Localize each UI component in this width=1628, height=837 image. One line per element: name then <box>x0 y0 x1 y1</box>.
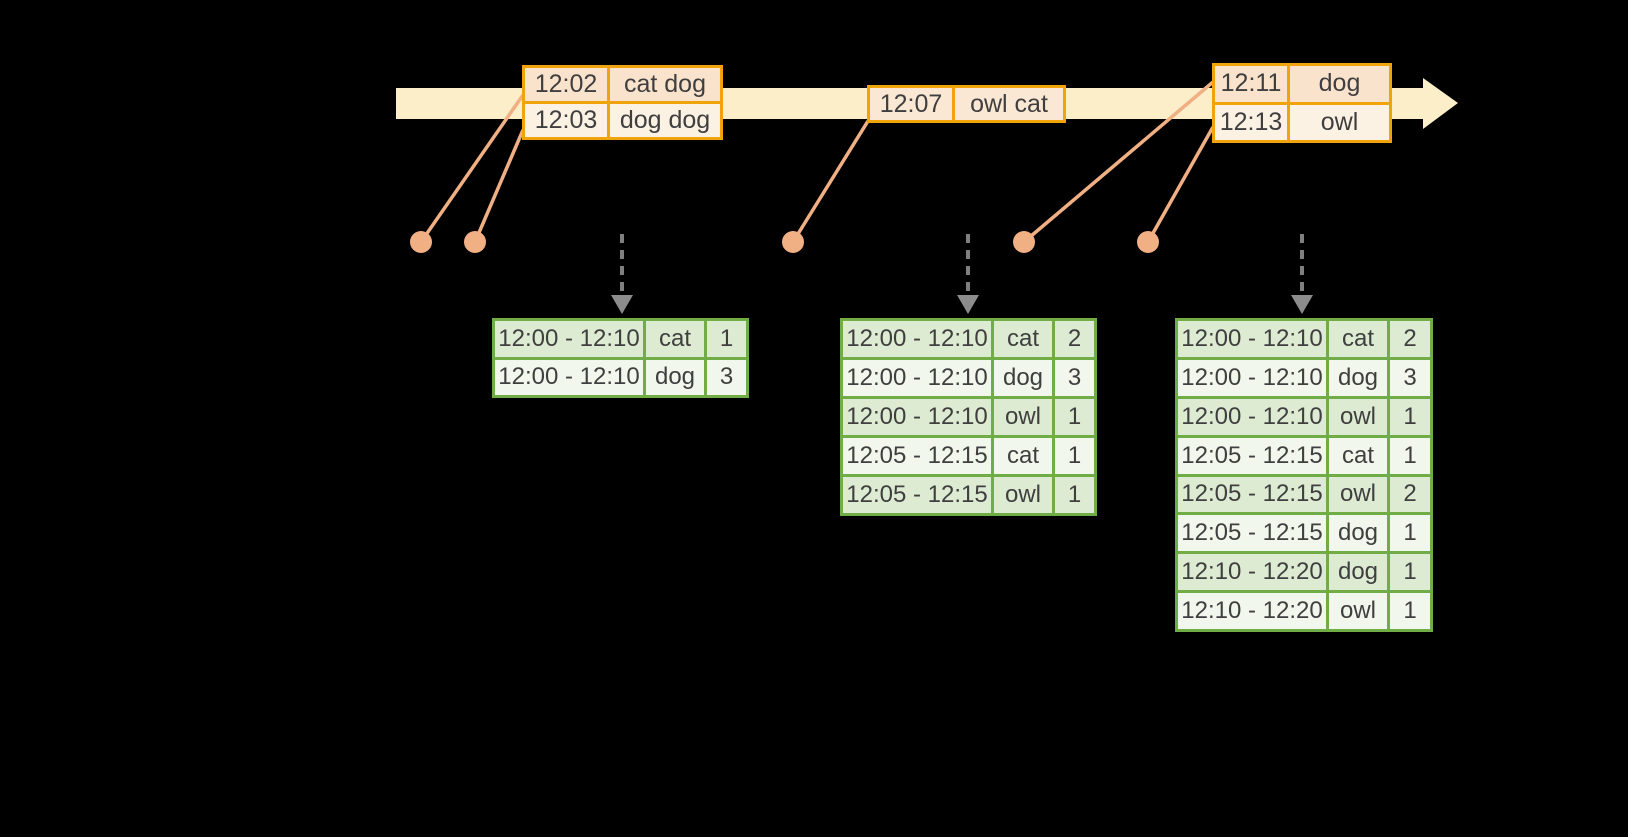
table-cell: cat dog <box>610 68 720 101</box>
table-cell: cat <box>1329 437 1387 474</box>
table-cell: dog <box>1290 66 1389 102</box>
table-cell: cat <box>994 321 1052 357</box>
table-cell: 12:07 <box>870 88 952 120</box>
table-cell: dog <box>1329 359 1387 396</box>
table-cell: cat <box>1329 321 1387 357</box>
table-cell: 12:05 - 12:15 <box>1178 476 1326 513</box>
table-cell: dog <box>994 360 1052 396</box>
table-cell: 3 <box>1055 360 1094 396</box>
table-cell: 1 <box>1055 438 1094 474</box>
table-cell: 12:00 - 12:10 <box>495 359 643 395</box>
event-connector-line <box>419 94 525 243</box>
table-cell: 12:05 - 12:15 <box>843 438 991 474</box>
table-cell: 12:11 <box>1215 66 1287 102</box>
table-cell: 12:00 - 12:10 <box>1178 359 1326 396</box>
event-connector-line <box>791 120 870 243</box>
table-cell: 2 <box>1055 321 1094 357</box>
table-cell: cat <box>646 321 704 357</box>
table-cell: 2 <box>1390 321 1430 357</box>
table-cell: 2 <box>1390 476 1430 513</box>
table-cell: 12:00 - 12:10 <box>843 321 991 357</box>
table-cell: 12:00 - 12:10 <box>495 321 643 357</box>
timeline-arrow-head-icon <box>1423 78 1458 129</box>
table-cell: 12:05 - 12:15 <box>1178 437 1326 474</box>
table-cell: 1 <box>1055 399 1094 435</box>
table-cell: 1 <box>1390 398 1430 435</box>
table-cell: owl <box>1329 476 1387 513</box>
table-cell: 12:00 - 12:10 <box>1178 398 1326 435</box>
table-cell: 12:00 - 12:10 <box>843 399 991 435</box>
table-cell: cat <box>994 438 1052 474</box>
table-cell: 12:05 - 12:15 <box>843 477 991 513</box>
table-cell: 1 <box>707 321 746 357</box>
event-marker-dot-icon <box>1013 231 1035 253</box>
trigger-arrow-head-icon <box>611 295 633 314</box>
table-cell: 3 <box>1390 359 1430 396</box>
table-cell: dog <box>1329 515 1387 552</box>
table-cell: 12:00 - 12:10 <box>843 360 991 396</box>
event-connector-line <box>473 129 525 243</box>
table-cell: owl <box>994 399 1052 435</box>
table-cell: 12:02 <box>525 68 607 101</box>
table-cell: owl <box>1329 593 1387 629</box>
table-cell: 12:00 - 12:10 <box>1178 321 1326 357</box>
table-cell: 1 <box>1390 554 1430 591</box>
table-cell: owl <box>1290 104 1389 140</box>
table-cell: 12:03 <box>525 104 607 137</box>
table-cell: owl <box>1329 398 1387 435</box>
event-marker-dots <box>410 231 1159 253</box>
event-marker-dot-icon <box>1137 231 1159 253</box>
table-cell: 1 <box>1055 477 1094 513</box>
table-cell: dog <box>646 359 704 395</box>
table-cell: 12:10 - 12:20 <box>1178 593 1326 629</box>
event-marker-dot-icon <box>464 231 486 253</box>
table-cell: owl <box>994 477 1052 513</box>
table-cell: owl cat <box>955 88 1063 120</box>
table-cell: 12:10 - 12:20 <box>1178 554 1326 591</box>
event-marker-dot-icon <box>410 231 432 253</box>
table-cell: 12:13 <box>1215 104 1287 140</box>
table-cell: 1 <box>1390 593 1430 629</box>
table-cell: 12:05 - 12:15 <box>1178 515 1326 552</box>
table-cell: dog dog <box>610 104 720 137</box>
table-cell: dog <box>1329 554 1387 591</box>
table-cell: 1 <box>1390 437 1430 474</box>
trigger-arrows <box>611 234 1313 314</box>
table-cell: 3 <box>707 359 746 395</box>
table-cell: 1 <box>1390 515 1430 552</box>
trigger-arrow-head-icon <box>1291 295 1313 314</box>
event-connector-line <box>1146 126 1215 243</box>
event-marker-dot-icon <box>782 231 804 253</box>
trigger-arrow-head-icon <box>957 295 979 314</box>
